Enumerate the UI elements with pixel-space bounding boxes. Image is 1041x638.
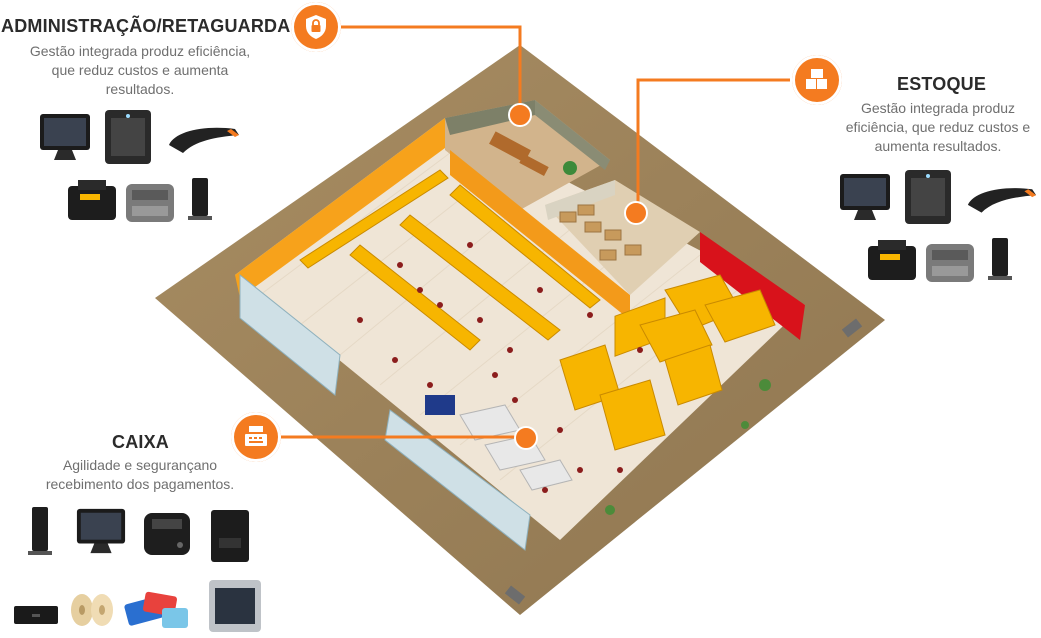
estoque-title: ESTOQUE <box>897 74 987 94</box>
paper-rolls-icon <box>71 594 113 626</box>
admin-desc-line: que reduz custos e aumenta <box>51 62 229 78</box>
marker-estoque <box>624 201 648 225</box>
label-printer-icon <box>126 184 174 222</box>
mini-pc-icon <box>988 238 1012 280</box>
lock-shield-icon <box>306 15 326 39</box>
server-icon <box>905 170 951 224</box>
server-icon <box>105 110 151 164</box>
connector-lines <box>278 25 790 439</box>
boxes-icon <box>806 69 827 89</box>
receipt-printer-icon <box>144 513 190 555</box>
estoque-desc-line: Gestão integrada produz <box>860 100 1016 116</box>
mini-pc-icon <box>28 507 52 555</box>
caixa-desc-line: Agilidade e segurançano <box>62 457 218 473</box>
fiscal-printer-icon <box>868 240 916 280</box>
estoque-desc-line: aumenta resultados. <box>874 138 1002 154</box>
card-payment-icon <box>124 591 188 628</box>
marker-caixa <box>514 426 538 450</box>
barcode-scanner-icon <box>967 188 1037 213</box>
admin-description: Gestão integrada produz eficiência, que … <box>0 42 280 99</box>
cash-drawer-icon <box>14 606 58 624</box>
barcode-scanner-icon <box>169 127 239 153</box>
scanner-table-icon <box>209 580 261 632</box>
mini-pc-icon <box>188 178 212 220</box>
estoque-description: Gestão integrada produz eficiência, que … <box>838 99 1038 156</box>
marker-administracao <box>508 103 532 127</box>
caixa-title: CAIXA <box>112 432 170 452</box>
estoque-desc-line: eficiência, que reduz custos e <box>845 119 1031 135</box>
location-markers <box>508 103 648 450</box>
caixa-desc-line: recebimento dos pagamentos. <box>45 476 235 492</box>
caixa-badge <box>231 412 281 462</box>
nobreak-icon <box>211 510 249 562</box>
red-wall <box>700 232 805 340</box>
caixa-description: Agilidade e segurançano recebimento dos … <box>30 456 250 494</box>
admin-title: ADMINISTRAÇÃO/RETAGUARDA <box>1 16 291 36</box>
estoque-badge <box>792 55 842 105</box>
monitor-icon <box>40 114 90 160</box>
cash-register-icon <box>245 426 267 446</box>
label-printer-icon <box>926 244 974 282</box>
fiscal-printer-icon <box>68 180 116 220</box>
admin-desc-line: resultados. <box>105 81 175 97</box>
admin-desc-line: Gestão integrada produz eficiência, <box>29 43 251 59</box>
monitor-icon <box>76 508 126 554</box>
monitor-icon <box>840 174 890 220</box>
admin-badge <box>291 2 341 52</box>
